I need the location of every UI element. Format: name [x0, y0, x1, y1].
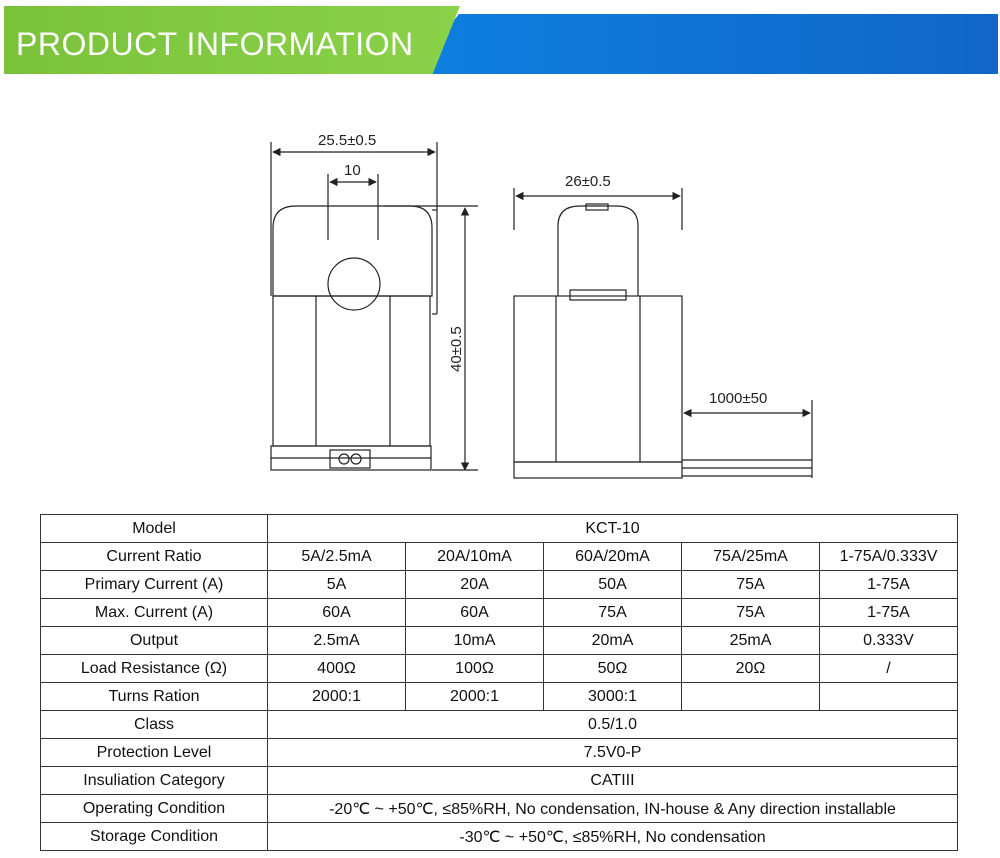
- table-cell: 0.333V: [819, 626, 958, 655]
- row-value: KCT-10: [267, 514, 958, 543]
- table-cell: 3000:1: [543, 682, 682, 711]
- table-cell: /: [819, 654, 958, 683]
- row-value: 0.5/1.0: [267, 710, 958, 739]
- table-cell: 100Ω: [405, 654, 544, 683]
- row-label: Load Resistance (Ω): [40, 654, 268, 683]
- table-cell: 75A: [681, 598, 820, 627]
- row-label: Storage Condition: [40, 822, 268, 851]
- row-value: CATIII: [267, 766, 958, 795]
- table-cell: 60A/20mA: [543, 542, 682, 571]
- table-row: Storage Condition-30℃ ~ +50℃, ≤85%RH, No…: [40, 822, 958, 851]
- row-label: Max. Current (A): [40, 598, 268, 627]
- dim-left-inner: 10: [344, 162, 361, 179]
- table-cell: 1-75A: [819, 570, 958, 599]
- table-cell: 400Ω: [267, 654, 406, 683]
- row-label: Output: [40, 626, 268, 655]
- dim-left-height: 40±0.5: [448, 326, 465, 372]
- row-value: -30℃ ~ +50℃, ≤85%RH, No condensation: [267, 822, 958, 851]
- row-label: Primary Current (A): [40, 570, 268, 599]
- table-cell: 20A: [405, 570, 544, 599]
- ct-outline-drawing: 25.5±0.5 10 26±0.5 1000±50 40±0.5: [270, 132, 813, 479]
- table-cell: 75A/25mA: [681, 542, 820, 571]
- table-cell: 50A: [543, 570, 682, 599]
- table-cell: 50Ω: [543, 654, 682, 683]
- table-cell: 5A: [267, 570, 406, 599]
- table-row: Operating Condition-20℃ ~ +50℃, ≤85%RH, …: [40, 794, 958, 823]
- table-cell: 10mA: [405, 626, 544, 655]
- table-cell: 25mA: [681, 626, 820, 655]
- row-label: Class: [40, 710, 268, 739]
- table-cell: 60A: [405, 598, 544, 627]
- table-cell: [819, 682, 958, 711]
- table-cell: 60A: [267, 598, 406, 627]
- banner-green-band: PRODUCT INFORMATION: [4, 6, 460, 74]
- dim-right-width: 26±0.5: [565, 173, 611, 190]
- table-cell: 20mA: [543, 626, 682, 655]
- table-cell: 75A: [543, 598, 682, 627]
- table-cell: 2000:1: [267, 682, 406, 711]
- row-label: Current Ratio: [40, 542, 268, 571]
- table-cell: 1-75A: [819, 598, 958, 627]
- table-cell: 2.5mA: [267, 626, 406, 655]
- table-cell: 75A: [681, 570, 820, 599]
- table-cell: 20Ω: [681, 654, 820, 683]
- banner-title: PRODUCT INFORMATION: [16, 26, 414, 62]
- banner-blue-band: [412, 14, 998, 74]
- row-value: 7.5V0-P: [267, 738, 958, 767]
- row-label: Model: [40, 514, 268, 543]
- row-label: Insuliation Category: [40, 766, 268, 795]
- row-label: Turns Ration: [40, 682, 268, 711]
- dim-left-width: 25.5±0.5: [318, 132, 376, 149]
- table-cell: 20A/10mA: [405, 542, 544, 571]
- table-cell: 1-75A/0.333V: [819, 542, 958, 571]
- banner: PRODUCT INFORMATION: [0, 0, 1000, 80]
- dimension-drawing: 25.5±0.5 10 26±0.5 1000±50 40±0.5: [0, 100, 1000, 500]
- table-cell: 2000:1: [405, 682, 544, 711]
- row-value: -20℃ ~ +50℃, ≤85%RH, No condensation, IN…: [267, 794, 958, 823]
- row-label: Protection Level: [40, 738, 268, 767]
- row-label: Operating Condition: [40, 794, 268, 823]
- table-cell: 5A/2.5mA: [267, 542, 406, 571]
- table-cell: [681, 682, 820, 711]
- dim-cable-length: 1000±50: [709, 390, 767, 407]
